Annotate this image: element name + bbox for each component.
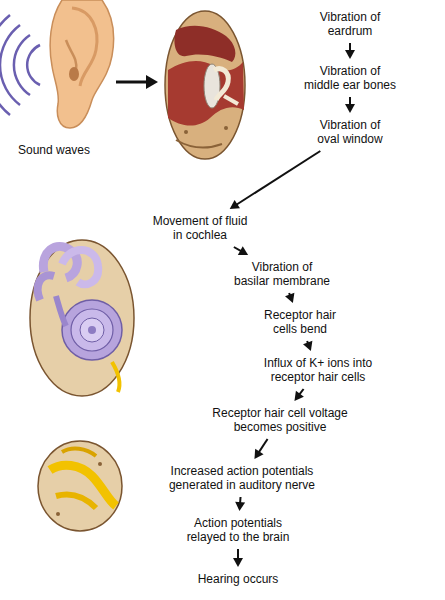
flow-arrow xyxy=(235,497,245,511)
step-label: Influx of K+ ions into receptor hair cel… xyxy=(261,356,376,384)
flow-arrow xyxy=(294,389,303,401)
arrow-head xyxy=(294,391,303,401)
step-text: Vibration of basilar membrane xyxy=(230,258,334,290)
cochlea-picture xyxy=(30,240,134,396)
arrow-head xyxy=(233,558,243,567)
step-label: Hearing occurs xyxy=(188,572,288,586)
arrow-head xyxy=(303,341,312,351)
step-label: Vibration of oval window xyxy=(310,118,390,146)
step-text: Hearing occurs xyxy=(185,570,291,588)
arrow-head xyxy=(230,200,240,209)
arrow-line xyxy=(258,439,267,453)
step-text: Vibration of middle ear bones xyxy=(299,62,401,94)
arrow-line xyxy=(236,151,321,205)
step-label: Receptor hair cell voltage becomes posit… xyxy=(210,406,350,434)
middle-ear-picture xyxy=(165,11,245,159)
step-label: Receptor hair cells bend xyxy=(258,308,343,336)
flow-arrow xyxy=(233,549,243,567)
flow-arrow xyxy=(285,293,294,303)
step-text: Vibration of eardrum xyxy=(307,8,393,40)
step-text: Receptor hair cell voltage becomes posit… xyxy=(207,404,353,436)
step-text: Receptor hair cells bend xyxy=(255,306,346,338)
flow-arrow xyxy=(230,151,321,209)
step-text: Action potentials relayed to the brain xyxy=(180,514,296,546)
step-text: Influx of K+ ions into receptor hair cel… xyxy=(258,354,379,386)
step-text: Vibration of oval window xyxy=(307,116,393,148)
outer-ear xyxy=(50,0,113,128)
step-label: Vibration of middle ear bones xyxy=(302,64,398,92)
flow-arrow xyxy=(234,246,248,255)
step-label: Increased action potentials generated in… xyxy=(167,464,317,492)
flow-arrow xyxy=(303,341,312,351)
arrow-head xyxy=(345,50,355,59)
picture-label: Sound waves xyxy=(18,143,90,157)
pointer-arrow xyxy=(116,75,158,89)
sound-waves xyxy=(0,15,40,115)
step-text: Increased action potentials generated in… xyxy=(164,462,320,494)
auditory-nerve-picture xyxy=(38,441,122,531)
arrow-head xyxy=(238,246,248,255)
arrow-head xyxy=(235,502,245,511)
arrow-head xyxy=(285,293,294,303)
step-label: Vibration of basilar membrane xyxy=(233,260,331,288)
step-label: Action potentials relayed to the brain xyxy=(183,516,293,544)
flow-arrow xyxy=(254,439,267,459)
step-text: Movement of fluid in cochlea xyxy=(145,212,256,244)
step-label: Movement of fluid in cochlea xyxy=(148,214,253,242)
flow-arrow xyxy=(345,43,355,59)
arrow-head xyxy=(254,449,263,459)
flow-arrow xyxy=(345,97,355,113)
arrow-head xyxy=(345,104,355,113)
step-label: Vibration of eardrum xyxy=(310,10,390,38)
